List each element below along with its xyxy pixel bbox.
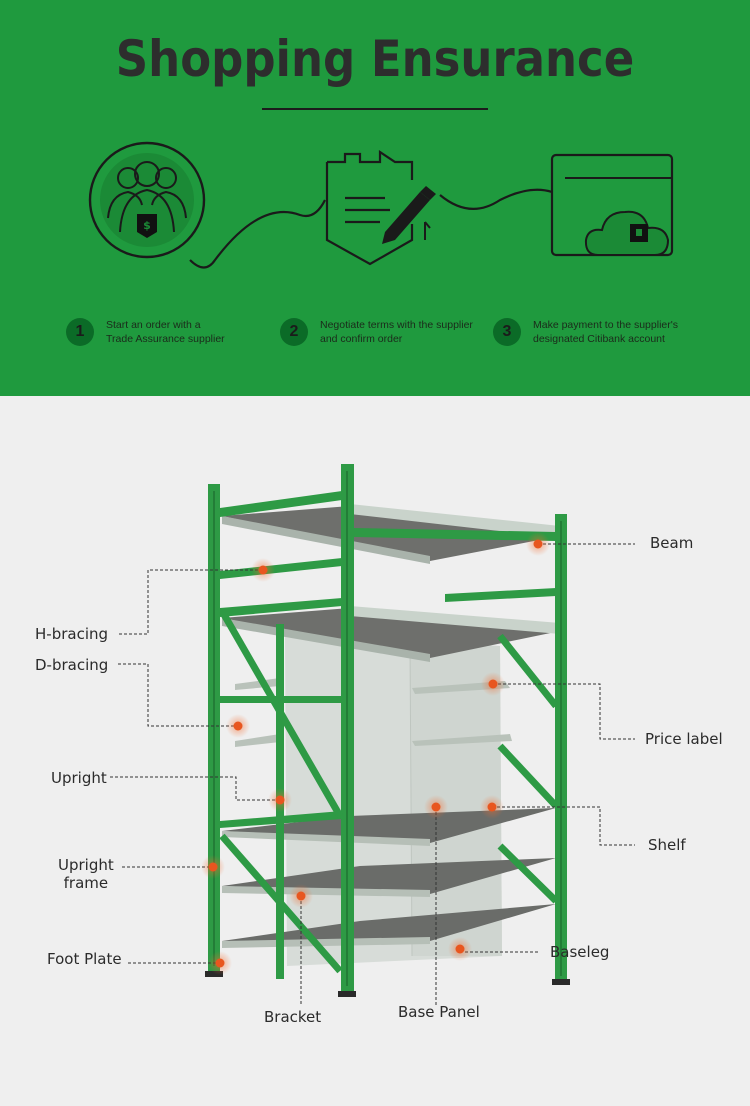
step-1-line-1: Start an order with a — [106, 319, 201, 331]
rack-illustration — [110, 464, 635, 1006]
step-2: 2 Negotiate terms with the supplier and … — [280, 318, 473, 346]
step-1-line-2: Trade Assurance supplier — [106, 333, 225, 345]
markers — [201, 532, 550, 975]
step-2-line-1: Negotiate terms with the supplier — [320, 319, 473, 331]
label-upright-frame-line-2: frame — [63, 874, 109, 892]
process-icons: $ — [88, 141, 674, 269]
title-underline — [262, 108, 488, 110]
label-upright-frame-line-1: Upright — [58, 856, 114, 874]
svg-text:$: $ — [143, 219, 151, 232]
process-connector-line — [189, 188, 553, 269]
step-3-number: 3 — [493, 318, 521, 346]
step-2-number: 2 — [280, 318, 308, 346]
step-3-line-1: Make payment to the supplier's — [533, 319, 678, 331]
step-3-text: Make payment to the supplier's designate… — [533, 318, 678, 346]
label-beam: Beam — [650, 534, 694, 552]
label-base-panel: Base Panel — [398, 1003, 480, 1021]
step-3: 3 Make payment to the supplier's designa… — [493, 318, 678, 346]
page-title: Shopping Ensurance — [115, 30, 635, 88]
label-d-bracing: D-bracing — [35, 656, 109, 674]
label-upright-frame: Upright frame — [58, 856, 114, 892]
second-shelf — [222, 608, 560, 658]
label-baseleg: Baseleg — [550, 943, 610, 961]
label-price-label: Price label — [645, 730, 723, 748]
label-foot-plate: Foot Plate — [47, 950, 122, 968]
step-2-line-2: and confirm order — [320, 333, 403, 345]
label-bracket: Bracket — [264, 1008, 322, 1026]
supplier-icon: $ — [88, 141, 206, 259]
step-3-line-2: designated Citibank account — [533, 333, 665, 345]
contract-icon — [325, 149, 436, 266]
step-1: 1 Start an order with a Trade Assurance … — [66, 318, 225, 346]
step-1-number: 1 — [66, 318, 94, 346]
secure-payment-icon — [550, 153, 674, 257]
step-1-text: Start an order with a Trade Assurance su… — [106, 318, 225, 346]
label-h-bracing: H-bracing — [35, 625, 109, 643]
label-upright: Upright — [51, 769, 107, 787]
label-shelf: Shelf — [648, 836, 686, 854]
step-2-text: Negotiate terms with the supplier and co… — [320, 318, 473, 346]
leader-lines — [110, 543, 635, 1006]
